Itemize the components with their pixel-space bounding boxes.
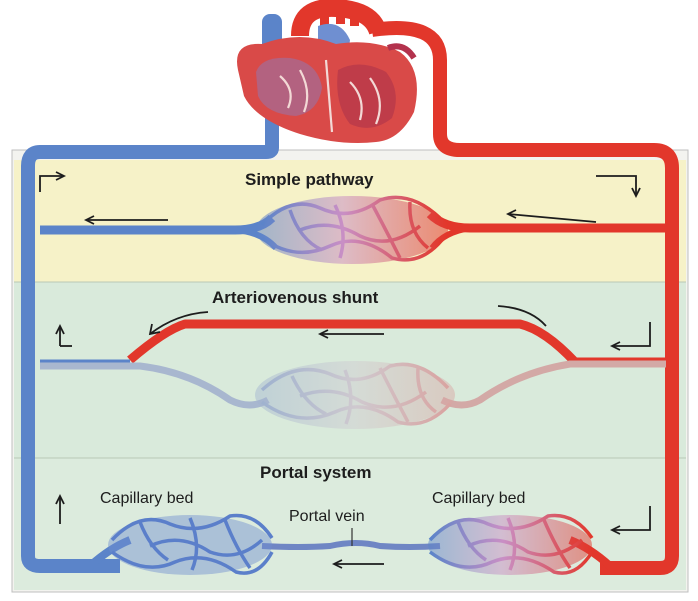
label-portal-vein: Portal vein — [289, 508, 365, 525]
label-arteriovenous-shunt: Arteriovenous shunt — [212, 288, 379, 307]
label-capillary-bed-right: Capillary bed — [432, 490, 526, 507]
portal-capillary-bed-right — [428, 513, 594, 575]
arrowhead — [505, 209, 517, 219]
arrowhead — [609, 525, 621, 535]
arrowhead — [83, 215, 95, 225]
corner-arrow-simple-left — [39, 175, 64, 192]
curved-arrow-shunt-left — [149, 311, 209, 335]
arrowhead — [331, 559, 343, 569]
arrowhead — [317, 329, 329, 339]
heart-illustration — [237, 0, 417, 143]
corner-arrow-shunt-right — [612, 322, 651, 347]
label-simple-pathway: Simple pathway — [245, 170, 374, 189]
arrowhead — [148, 323, 161, 336]
shunt-inactive-capillary-bed — [255, 361, 455, 429]
label-portal-system: Portal system — [260, 463, 372, 482]
main-vein — [21, 100, 279, 573]
simple-capillary-bed — [256, 195, 448, 264]
arrowhead — [631, 187, 641, 199]
shunt-vessel — [127, 319, 666, 367]
arrowhead — [55, 493, 65, 505]
arrowhead — [55, 323, 65, 335]
band-portal-system — [14, 458, 686, 590]
curved-arrow-shunt-right — [497, 305, 547, 327]
main-artery — [370, 21, 679, 575]
arrowhead — [55, 171, 67, 181]
corner-arrow-simple-right — [596, 175, 637, 196]
portal-capillary-bed-left — [108, 513, 274, 575]
shunt-collapsed-venule — [40, 362, 270, 409]
arrowhead — [609, 341, 621, 351]
flow-arrow-simple-artery — [507, 213, 597, 223]
shunt-collapsed-arteriole — [440, 360, 666, 409]
corner-arrow-portal-right — [612, 506, 651, 531]
label-capillary-bed-left: Capillary bed — [100, 490, 194, 507]
portal-venule — [40, 536, 132, 570]
